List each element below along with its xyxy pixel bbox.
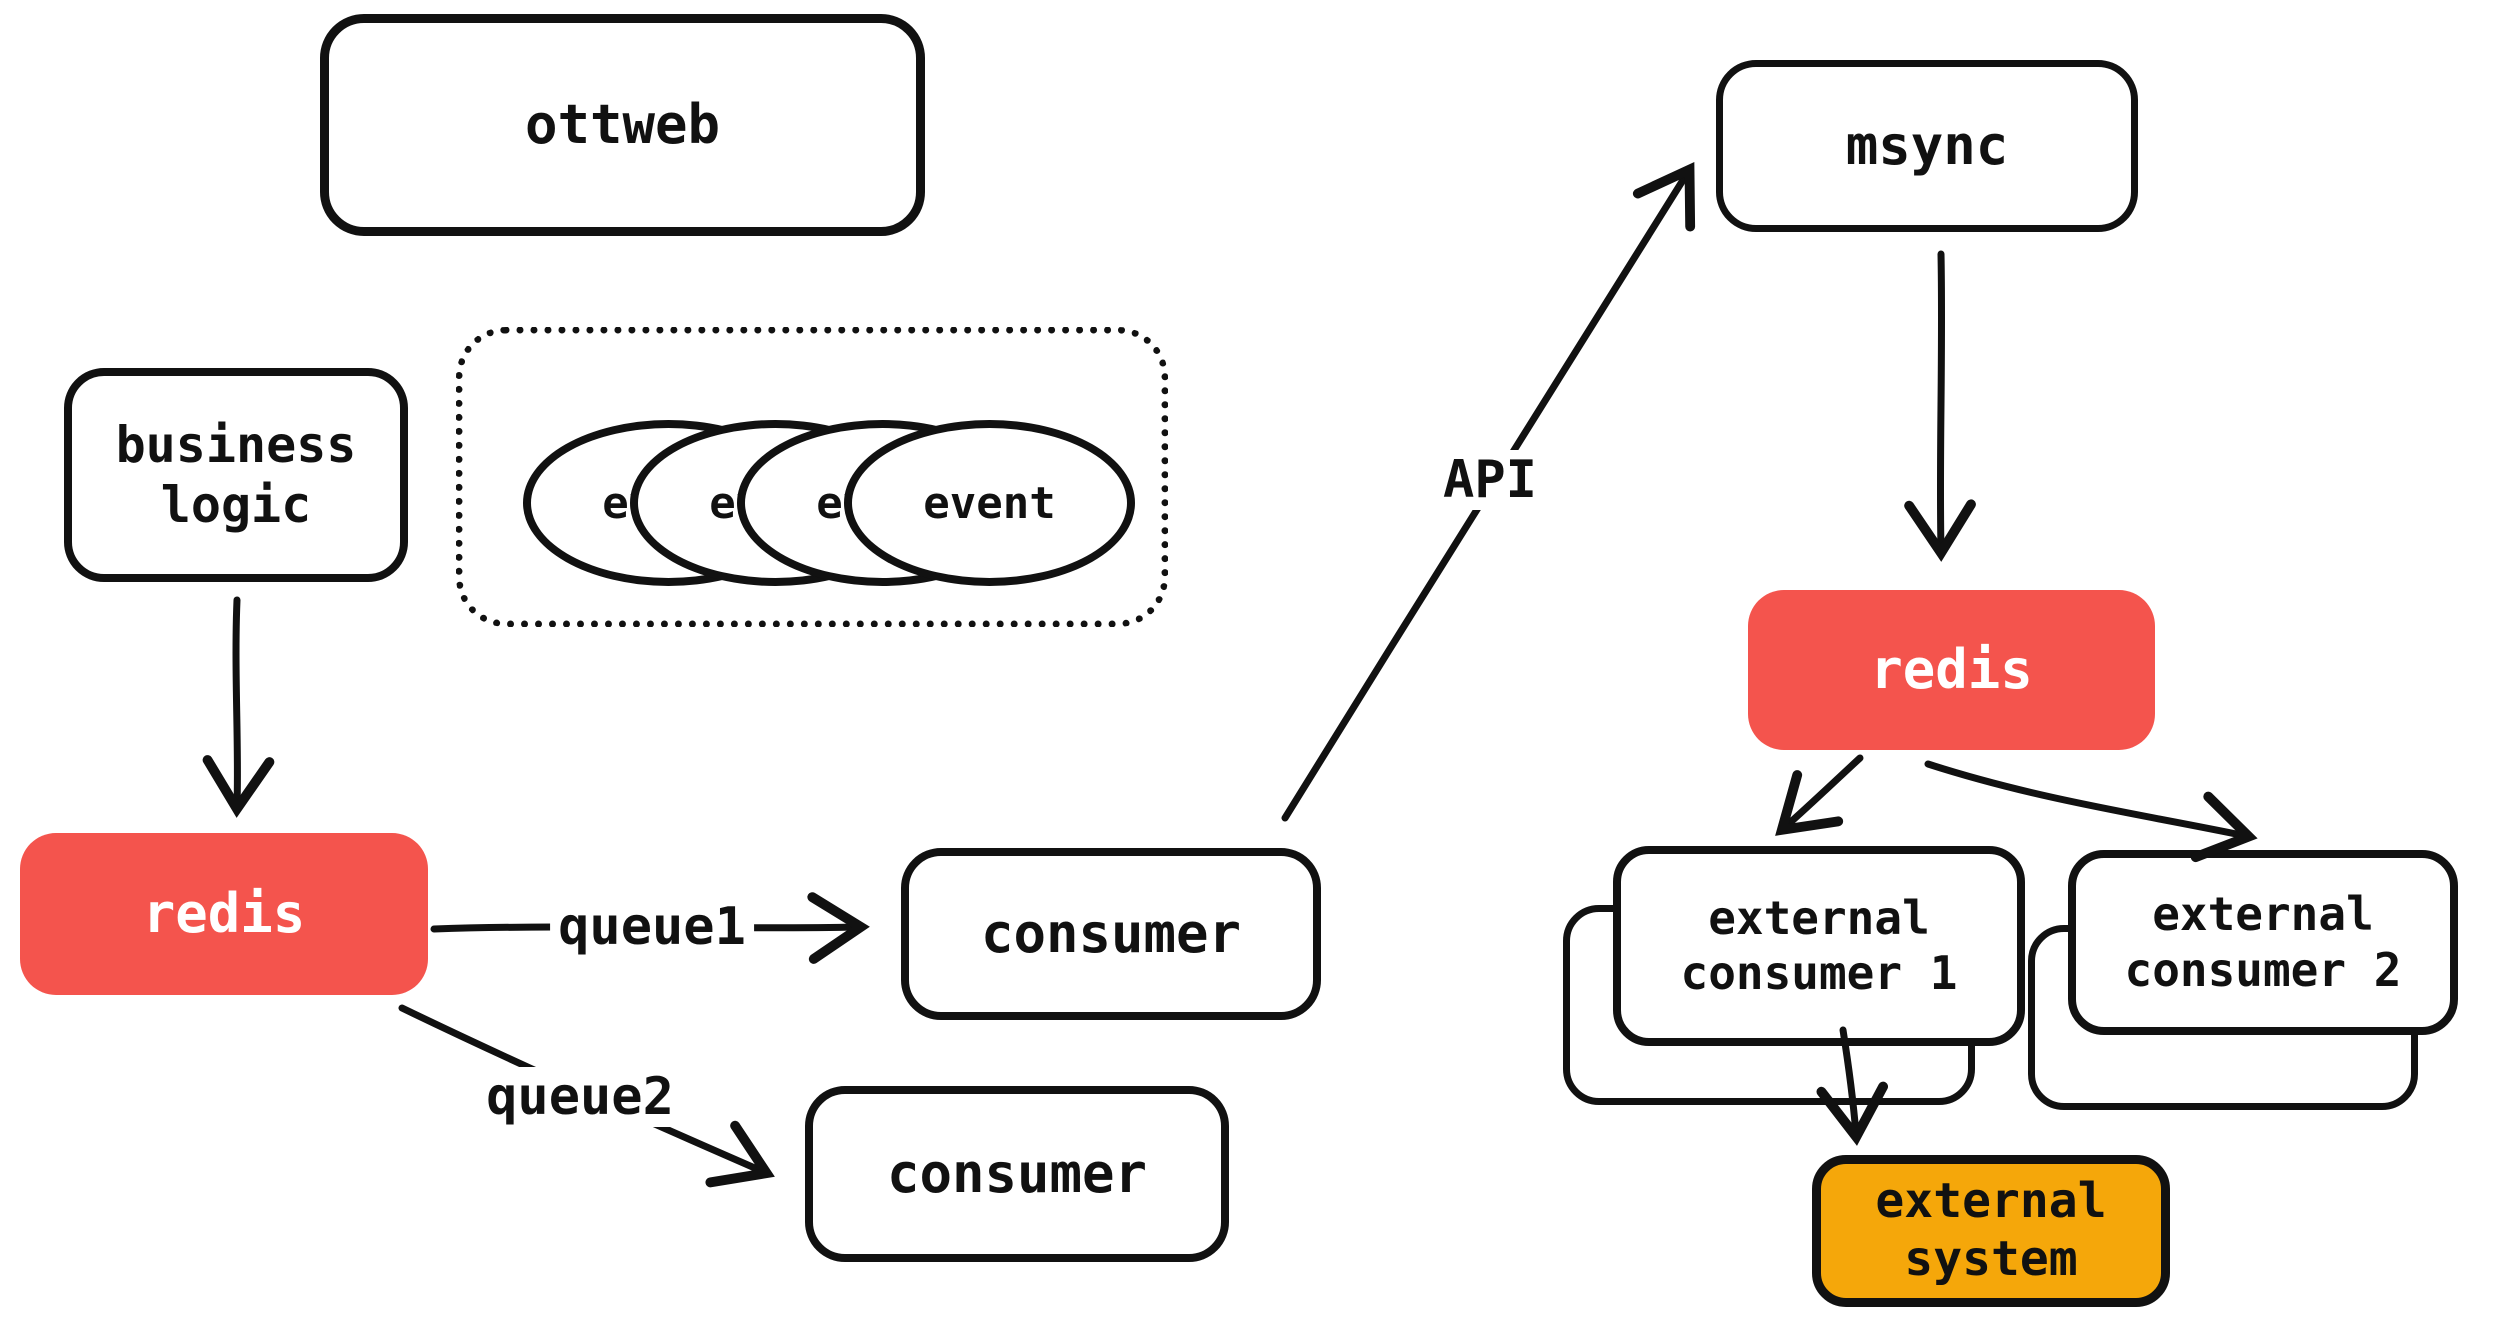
edge-label-queue1: queue1: [550, 897, 754, 957]
node-external-system: external system: [1812, 1155, 2170, 1307]
edge-redis-to-external-consumer-2: [1924, 760, 2258, 863]
node-external-consumer-1: external consumer 1: [1613, 846, 2025, 1046]
event-group-container: [456, 327, 1168, 627]
edge-msync-to-redis: [1904, 250, 1976, 562]
edge-label-api: API: [1435, 450, 1545, 510]
node-redis-right: redis: [1748, 590, 2155, 750]
node-ottweb: ottweb: [320, 14, 925, 236]
edge-label-queue2: queue2: [478, 1067, 682, 1127]
node-redis-left: redis: [20, 833, 428, 995]
node-consumer-1: consumer: [901, 848, 1321, 1020]
edge-redis-to-external-consumer-1: [1775, 754, 1864, 836]
node-external-consumer-2: external consumer 2: [2068, 850, 2458, 1035]
node-msync: msync: [1716, 60, 2138, 232]
event-ellipse-4: event: [844, 420, 1135, 586]
node-business-logic: business logic: [64, 368, 408, 582]
edge-business-logic-to-redis: [202, 596, 275, 818]
node-consumer-2: consumer: [805, 1086, 1229, 1262]
